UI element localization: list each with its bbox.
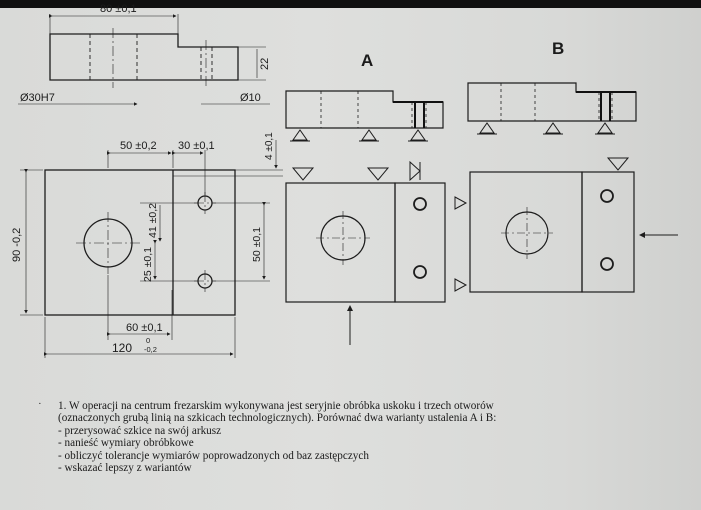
dim-90: 90 -0,2 (11, 228, 23, 262)
task-line: (oznaczonych grubą linią na szkicach tec… (58, 412, 497, 425)
top-edge-shadow (0, 0, 701, 8)
task-line: - obliczyć tolerancje wymiarów poprowadz… (58, 449, 369, 462)
variant-a-label: A (361, 51, 373, 70)
dim-120-tol-upper: 0 (146, 336, 150, 345)
technical-drawing: 80 ±0,1 22 Ø30H7 Ø10 (11, 3, 678, 358)
dim-hole: Ø10 (240, 92, 261, 104)
dim-top-length: 80 ±0,1 (100, 3, 137, 15)
dim-41: 41 ±0,2 (147, 203, 159, 238)
side-view (18, 14, 270, 106)
variant-b-sketch (467, 82, 678, 293)
dim-60: 60 ±0,1 (126, 322, 163, 334)
dim-50-vertical: 50 ±0,1 (251, 227, 263, 262)
dim-30: 30 ±0,1 (178, 140, 215, 152)
task-line: - przerysować szkice na swój arkusz (58, 424, 222, 437)
dim-25: 25 ±0,1 (142, 247, 154, 282)
variant-b-label: B (552, 39, 564, 58)
dim-120: 120 (112, 341, 132, 355)
supports-b (477, 122, 615, 135)
hidden-lines (89, 34, 213, 80)
task-text: 1. W operacji na centrum frezarskim wyko… (58, 400, 658, 474)
task-line: - wskazać lepszy z wariantów (58, 462, 192, 475)
task-line: - nanieść wymiary obróbkowe (58, 437, 194, 450)
locators-b (606, 157, 630, 171)
task-bullet: · (38, 398, 42, 410)
dim-50: 50 ±0,2 (120, 140, 157, 152)
dim-120-tol-lower: -0,2 (144, 345, 157, 354)
side-view-outline (49, 33, 239, 81)
supports-a (290, 129, 428, 142)
dim-step-4: 4 ±0,1 (264, 132, 275, 160)
variant-a-sketch (285, 90, 468, 345)
front-view-outline (44, 169, 236, 316)
dim-bore: Ø30H7 (20, 92, 55, 104)
locators-a (291, 160, 468, 292)
dim-height-22: 22 (259, 58, 271, 70)
task-line: 1. W operacji na centrum frezarskim wyko… (58, 400, 494, 412)
front-view (20, 140, 283, 358)
